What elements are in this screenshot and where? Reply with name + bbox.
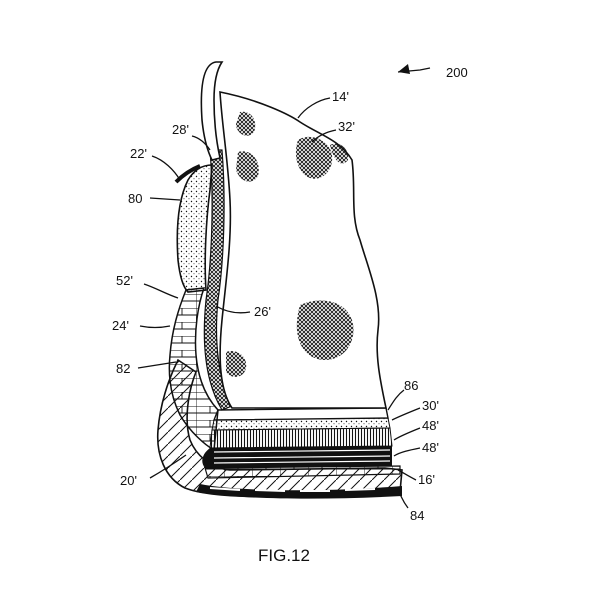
- label-84: 84: [410, 508, 424, 523]
- reference-labels: 200 14' 32' 28' 22' 80 52' 26' 24' 82 86…: [112, 65, 468, 523]
- label-82: 82: [116, 361, 130, 376]
- sole-layers: [202, 407, 401, 479]
- label-200: 200: [446, 65, 468, 80]
- leader-lines: [137, 64, 431, 509]
- heel-counter: [168, 287, 219, 452]
- label-14: 14': [332, 89, 349, 104]
- label-24: 24': [112, 318, 129, 333]
- label-52: 52': [116, 273, 133, 288]
- label-26: 26': [254, 304, 271, 319]
- label-48-upper: 48': [422, 418, 439, 433]
- label-80: 80: [128, 191, 142, 206]
- label-86: 86: [404, 378, 418, 393]
- figure-caption: FIG.12: [258, 546, 310, 565]
- label-48-lower: 48': [422, 440, 439, 455]
- liner-wall: [200, 61, 233, 411]
- label-28: 28': [172, 122, 189, 137]
- label-22: 22': [130, 146, 147, 161]
- label-30: 30': [422, 398, 439, 413]
- label-32: 32': [338, 119, 355, 134]
- label-16: 16': [418, 472, 435, 487]
- collar-padding: [174, 164, 213, 293]
- label-20: 20': [120, 473, 137, 488]
- foot-sock: [219, 91, 387, 409]
